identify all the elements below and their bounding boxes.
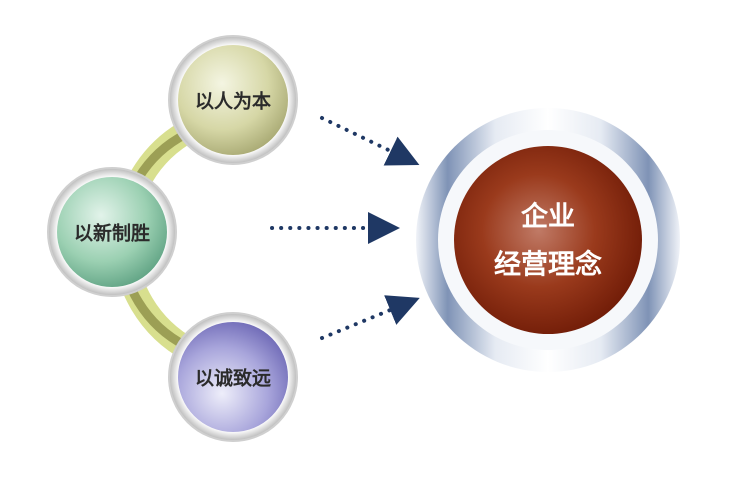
center-circle <box>416 108 680 372</box>
node-circle-middle <box>47 167 177 297</box>
node-label-middle: 以新制胜 <box>73 222 151 245</box>
arrow-top <box>320 116 420 166</box>
node-circle-top <box>168 35 298 165</box>
arrow-bottom <box>320 295 420 340</box>
center-title-line1: 企业 <box>521 201 575 233</box>
node-label-bottom: 以诚致远 <box>194 367 272 390</box>
node-circle-bottom <box>168 312 298 442</box>
node-label-top: 以人为本 <box>194 90 272 113</box>
center-title-line2: 经营理念 <box>494 249 602 281</box>
